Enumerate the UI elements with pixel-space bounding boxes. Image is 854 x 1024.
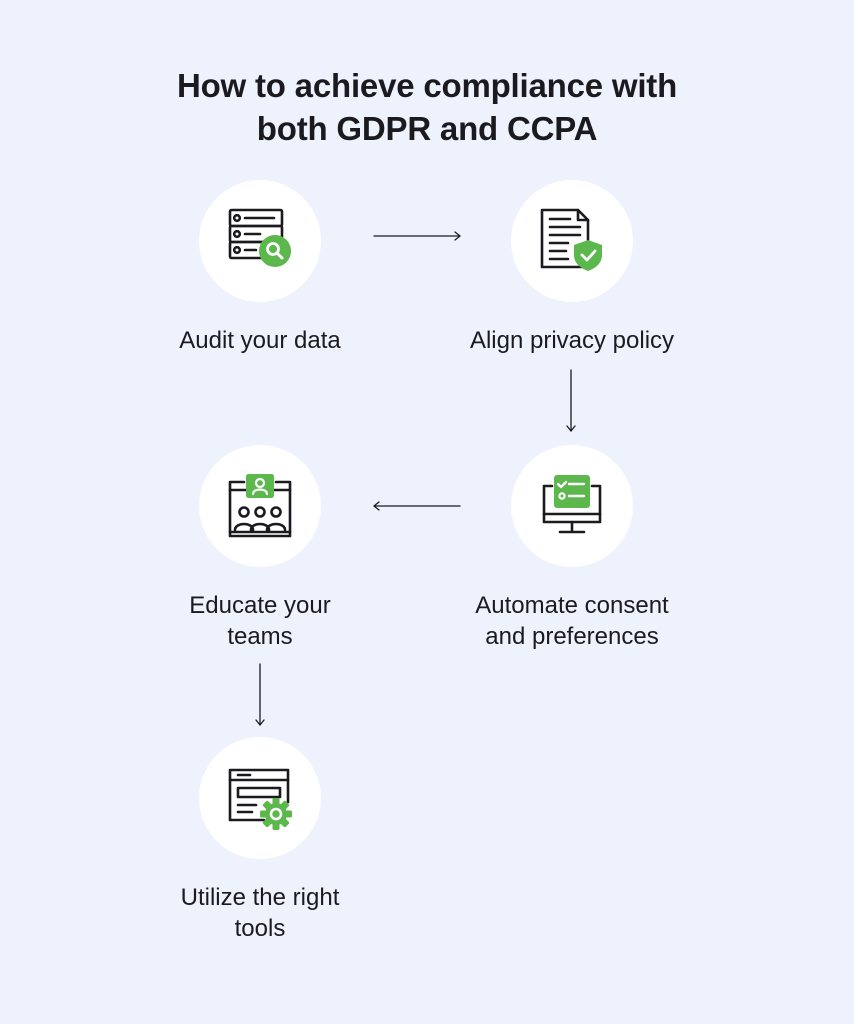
step-label-line: tools: [234, 915, 286, 942]
step-label-line: Automate consent: [475, 592, 669, 619]
arrow-right-icon: [373, 231, 461, 241]
step-icon-circle: [511, 180, 633, 302]
title-line-1: How to achieve compliance with: [176, 67, 678, 105]
step-icon-circle: [199, 180, 321, 302]
step-label: Align privacy policy: [422, 325, 722, 356]
page-title: How to achieve compliance with both GDPR…: [0, 64, 854, 150]
step-label: Educate your teams: [110, 590, 410, 652]
step-icon-circle: [199, 445, 321, 567]
step-icon-circle: [199, 737, 321, 859]
arrow-down-icon: [255, 663, 265, 726]
step-label-line: and preferences: [485, 623, 659, 650]
title-line-2: both GDPR and CCPA: [256, 110, 598, 148]
arrow-left-icon: [373, 501, 461, 511]
step-label-line: teams: [227, 623, 293, 650]
step-label-line: Educate your: [189, 592, 331, 619]
step-label: Utilize the right tools: [110, 882, 410, 944]
step-label-line: Utilize the right: [180, 884, 340, 911]
team-education-icon: [228, 474, 292, 538]
step-label: Audit your data: [110, 325, 410, 356]
consent-automation-icon: [542, 475, 602, 534]
step-label: Automate consent and preferences: [422, 590, 722, 652]
step-icon-circle: [511, 445, 633, 567]
privacy-policy-icon: [540, 208, 602, 271]
tools-settings-icon: [228, 768, 292, 830]
data-audit-icon: [228, 208, 291, 267]
step-label-line: Audit your data: [179, 327, 341, 354]
step-label-line: Align privacy policy: [469, 327, 675, 354]
arrow-down-icon: [566, 369, 576, 432]
